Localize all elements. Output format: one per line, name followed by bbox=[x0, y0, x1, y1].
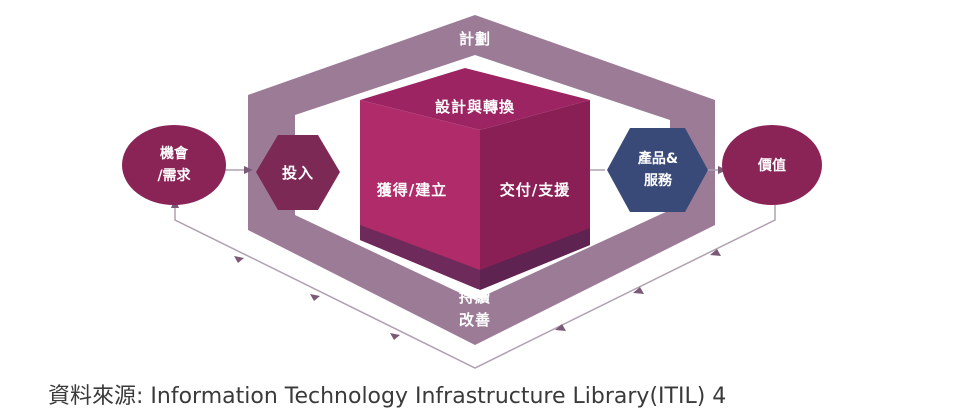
arrowhead-7 bbox=[710, 249, 721, 256]
source-text: : Information Technology Infrastructure … bbox=[136, 384, 727, 409]
engage-hexagon bbox=[256, 135, 340, 210]
label-acquire: 獲得/建立 bbox=[377, 181, 447, 199]
source-prefix: 資料來源 bbox=[48, 384, 137, 409]
label-design: 設計與轉換 bbox=[435, 98, 515, 116]
label-improve-line2: 改善 bbox=[459, 311, 491, 329]
label-demand-line2: /需求 bbox=[157, 167, 191, 184]
design-cube bbox=[360, 68, 590, 290]
cube-top-face bbox=[360, 68, 590, 130]
arrowhead-8 bbox=[244, 166, 253, 174]
arrowhead-2 bbox=[234, 256, 244, 263]
cube-bottom-band-left bbox=[360, 225, 480, 290]
feedback-arrowheads bbox=[171, 166, 727, 340]
demand-circle bbox=[122, 125, 226, 205]
label-deliver: 交付/支援 bbox=[500, 181, 570, 199]
value-circle bbox=[722, 125, 822, 205]
feedback-line bbox=[174, 205, 776, 369]
label-value: 價值 bbox=[757, 157, 786, 174]
source-caption: 資料來源: Information Technology Infrastruct… bbox=[48, 378, 948, 410]
arrowhead-4 bbox=[390, 333, 400, 340]
label-engage: 投入 bbox=[282, 164, 314, 182]
cube-bottom-band-right bbox=[480, 228, 590, 290]
arrowhead-3 bbox=[310, 294, 320, 301]
label-improve-line1: 持續 bbox=[459, 288, 491, 306]
arrowhead-5 bbox=[555, 324, 566, 331]
label-products-line1: 產品& bbox=[637, 150, 678, 167]
arrowhead-6 bbox=[633, 287, 644, 294]
products-hexagon bbox=[607, 128, 708, 212]
label-products-line2: 服務 bbox=[644, 172, 673, 189]
label-planning: 計劃 bbox=[459, 30, 491, 48]
label-demand-line1: 機會 bbox=[160, 145, 189, 162]
